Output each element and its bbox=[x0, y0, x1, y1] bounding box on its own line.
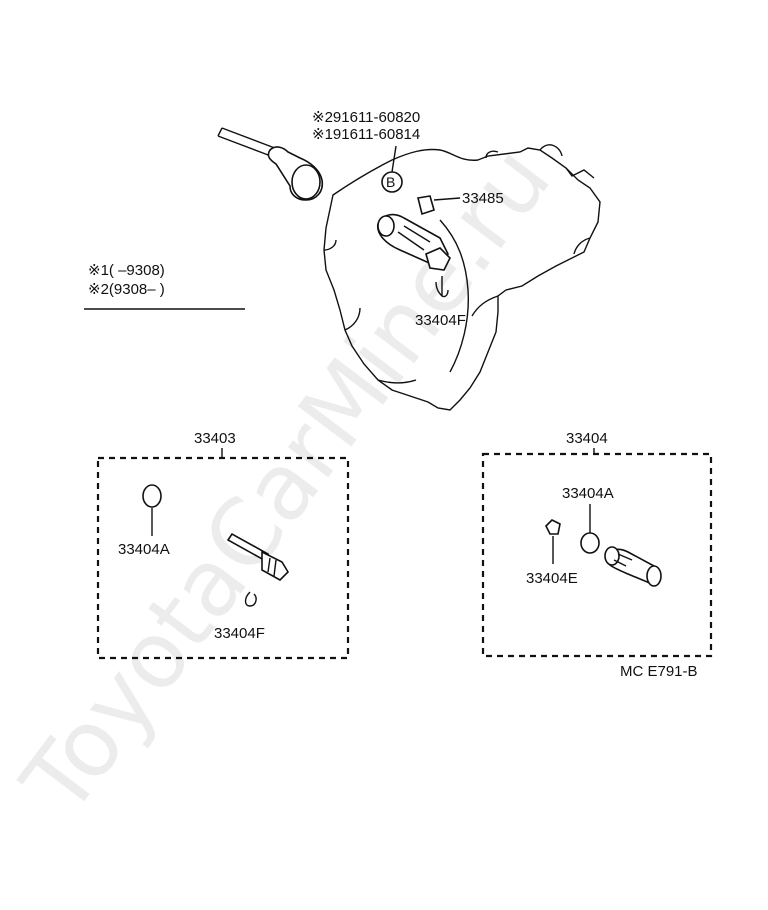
alt-part-1-label: ※191611-60814 bbox=[312, 126, 420, 143]
part-33485-label: 33485 bbox=[462, 190, 504, 207]
kit-33403-label: 33403 bbox=[194, 430, 236, 447]
kit-33403-clip-label: 33404F bbox=[214, 625, 265, 642]
alt-part-2-label: ※291611-60820 bbox=[312, 109, 420, 126]
kit-33403-oring-label: 33404A bbox=[118, 541, 170, 558]
kit-33404-oring-label: 33404A bbox=[562, 485, 614, 502]
part-33404F-label: 33404F bbox=[415, 312, 466, 329]
speedometer-cable bbox=[217, 127, 324, 201]
kit-33404-label: 33404 bbox=[566, 430, 608, 447]
watermark: ToyotaCarMine.ru bbox=[2, 127, 572, 834]
driven-gear-sleeve bbox=[376, 213, 451, 298]
kit-33403: 33403 33404A 33404F bbox=[96, 430, 350, 660]
kit-33404-gear-label: 33404E bbox=[526, 570, 578, 587]
clip-33485 bbox=[417, 195, 461, 216]
legend: ※1( –9308) ※2(9308– ) bbox=[84, 262, 245, 310]
transmission-case bbox=[323, 144, 601, 411]
kit-33404: 33404 33404A 33404E bbox=[481, 430, 713, 658]
svg-text:B: B bbox=[386, 174, 395, 190]
plug-b: B bbox=[381, 145, 403, 193]
legend-row-1: ※1( –9308) bbox=[88, 262, 165, 279]
diagram-code: MC E791-B bbox=[620, 663, 698, 680]
legend-row-2: ※2(9308– ) bbox=[88, 281, 165, 298]
